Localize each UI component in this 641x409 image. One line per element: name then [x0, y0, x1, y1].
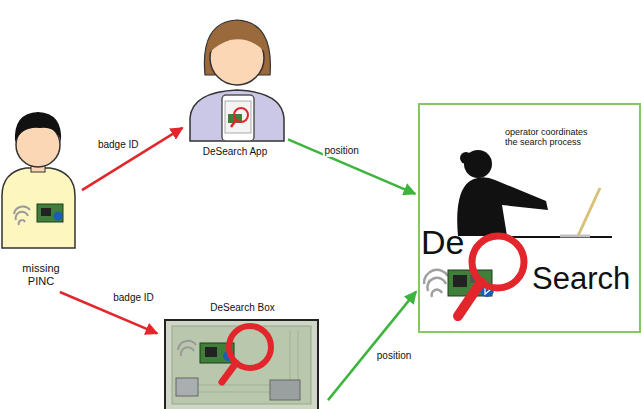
person-node: missing PINC [0, 110, 82, 292]
arrow-connector [288, 139, 415, 193]
operator-silhouette [457, 150, 612, 237]
edge-label: badge ID [96, 139, 141, 151]
node-text: operator coordinates the search process [505, 127, 600, 148]
node-text: DeSearch App [185, 146, 285, 158]
box-device-node: DeSearch Box [160, 298, 328, 409]
edge-label: position [322, 145, 360, 157]
node-text: missing PINC [16, 262, 66, 287]
edge-label: badge ID [111, 292, 156, 304]
arrow-connector [60, 292, 157, 333]
node-text: De [421, 225, 471, 259]
node-text: DeSearch Box [160, 302, 325, 314]
app-user-node: DeSearch App [185, 0, 288, 162]
arrow-connector [328, 292, 416, 400]
board-picture [165, 320, 318, 409]
arrow-connector [82, 128, 182, 190]
edge-label: position [375, 350, 413, 362]
woman-figure [190, 20, 284, 141]
man-figure [2, 112, 75, 248]
operator-panel: operator coordinates the search processD… [418, 103, 641, 333]
node-text: Search [532, 263, 638, 294]
